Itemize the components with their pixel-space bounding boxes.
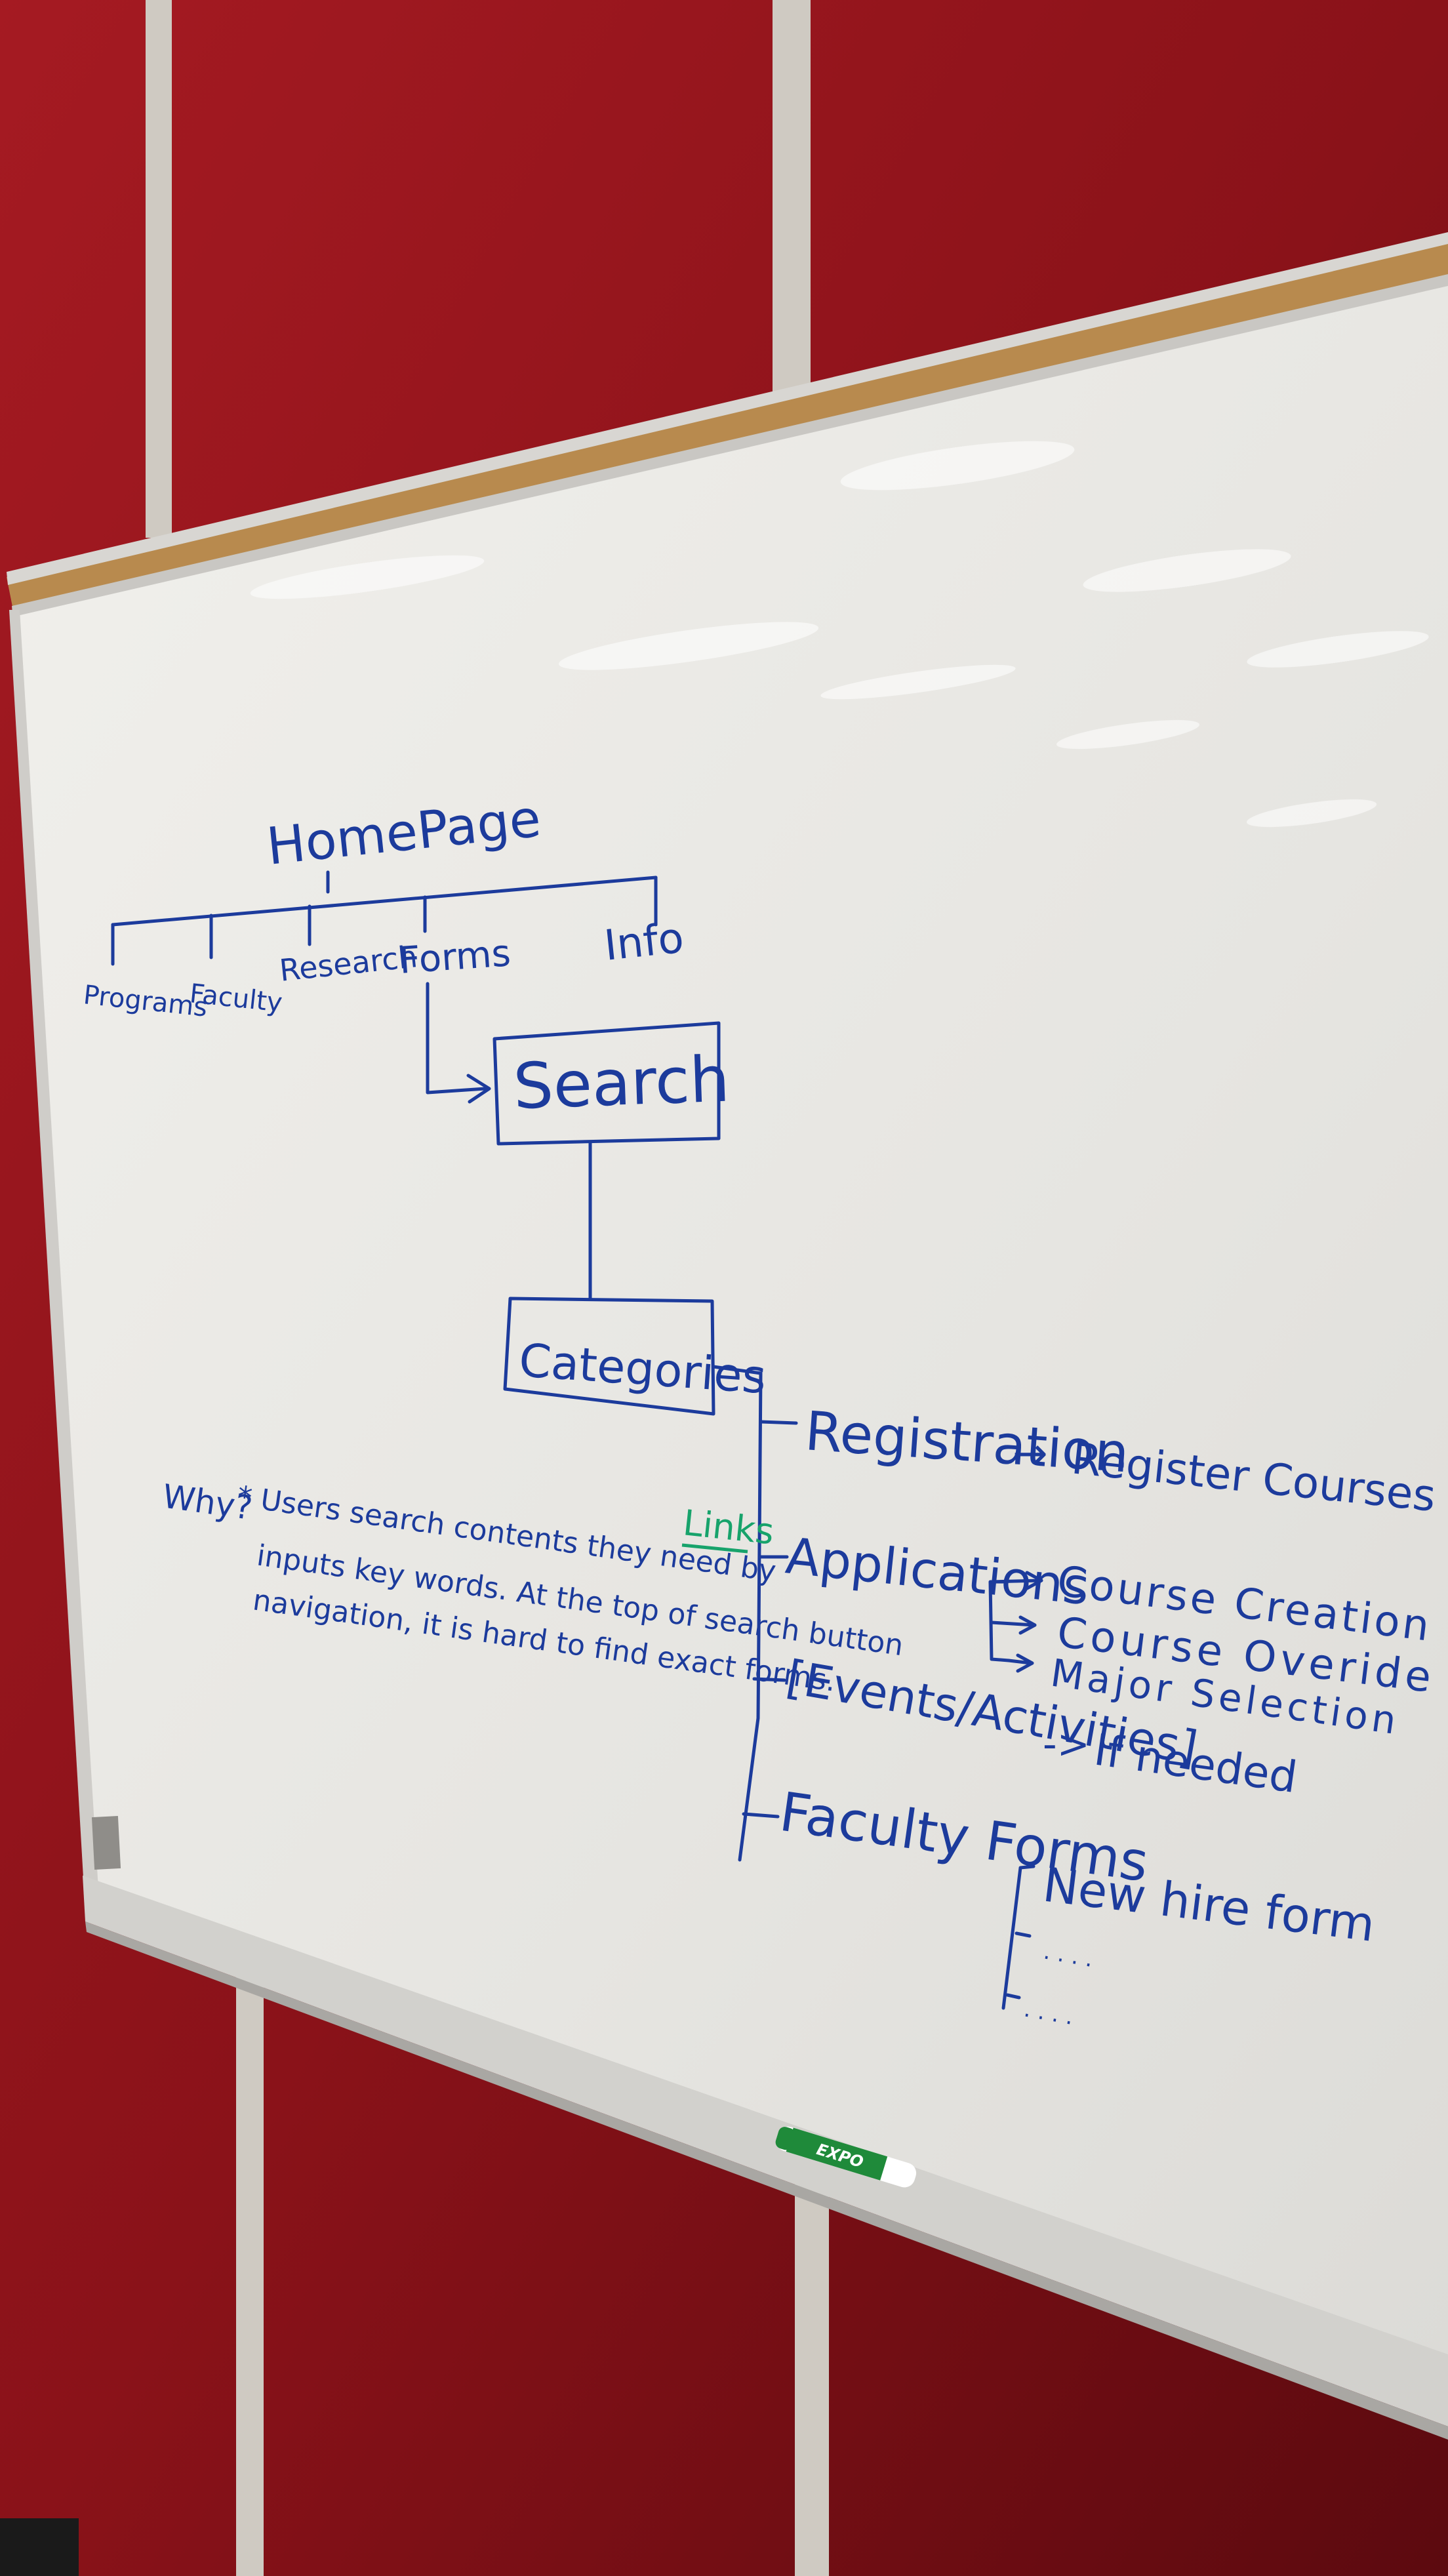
light-reflections	[250, 441, 1429, 828]
marker-tray-edge	[85, 1922, 1448, 2440]
nav-item-info: Info	[602, 914, 686, 971]
categories-branch	[712, 1365, 763, 1862]
arrowhead	[466, 1074, 491, 1104]
board-frame-left	[9, 610, 98, 1889]
faculty-forms-bracket	[1001, 1864, 1036, 2010]
registration-arrow: →	[1013, 1430, 1048, 1478]
cork-strip	[7, 237, 1448, 610]
forms-to-search-arrow	[426, 982, 487, 1095]
floor-corner	[0, 2518, 79, 2576]
expo-marker: EXPO	[775, 2126, 917, 2188]
links-underline	[681, 1543, 748, 1554]
applications-arrow-3	[1007, 1653, 1034, 1673]
marker-tray	[83, 1876, 1448, 2426]
whiteboard-surface	[14, 286, 1448, 2361]
faculty-forms-tick-1	[1015, 1931, 1032, 1938]
frame-corner-piece	[91, 1816, 121, 1870]
applications-arrow-1	[990, 1571, 1043, 1590]
branch-events	[752, 1677, 786, 1682]
wall-panel-seams	[146, 0, 829, 2576]
board-frame-top-lower	[12, 274, 1448, 620]
search-box	[493, 1021, 721, 1146]
board-frame-top	[7, 232, 1448, 585]
events-arrow: ->	[1043, 1721, 1090, 1767]
search-box-label: Search	[512, 1043, 731, 1123]
categories-box	[503, 1297, 715, 1416]
links-label: Links	[681, 1502, 776, 1552]
applications-arrow-2	[990, 1615, 1037, 1635]
branch-faculty-forms	[742, 1812, 780, 1819]
nav-bar-line	[111, 875, 658, 927]
branch-registration	[759, 1420, 798, 1425]
nav-item-forms: Forms	[397, 932, 512, 982]
faculty-forms-tick-2	[1005, 1993, 1021, 2000]
